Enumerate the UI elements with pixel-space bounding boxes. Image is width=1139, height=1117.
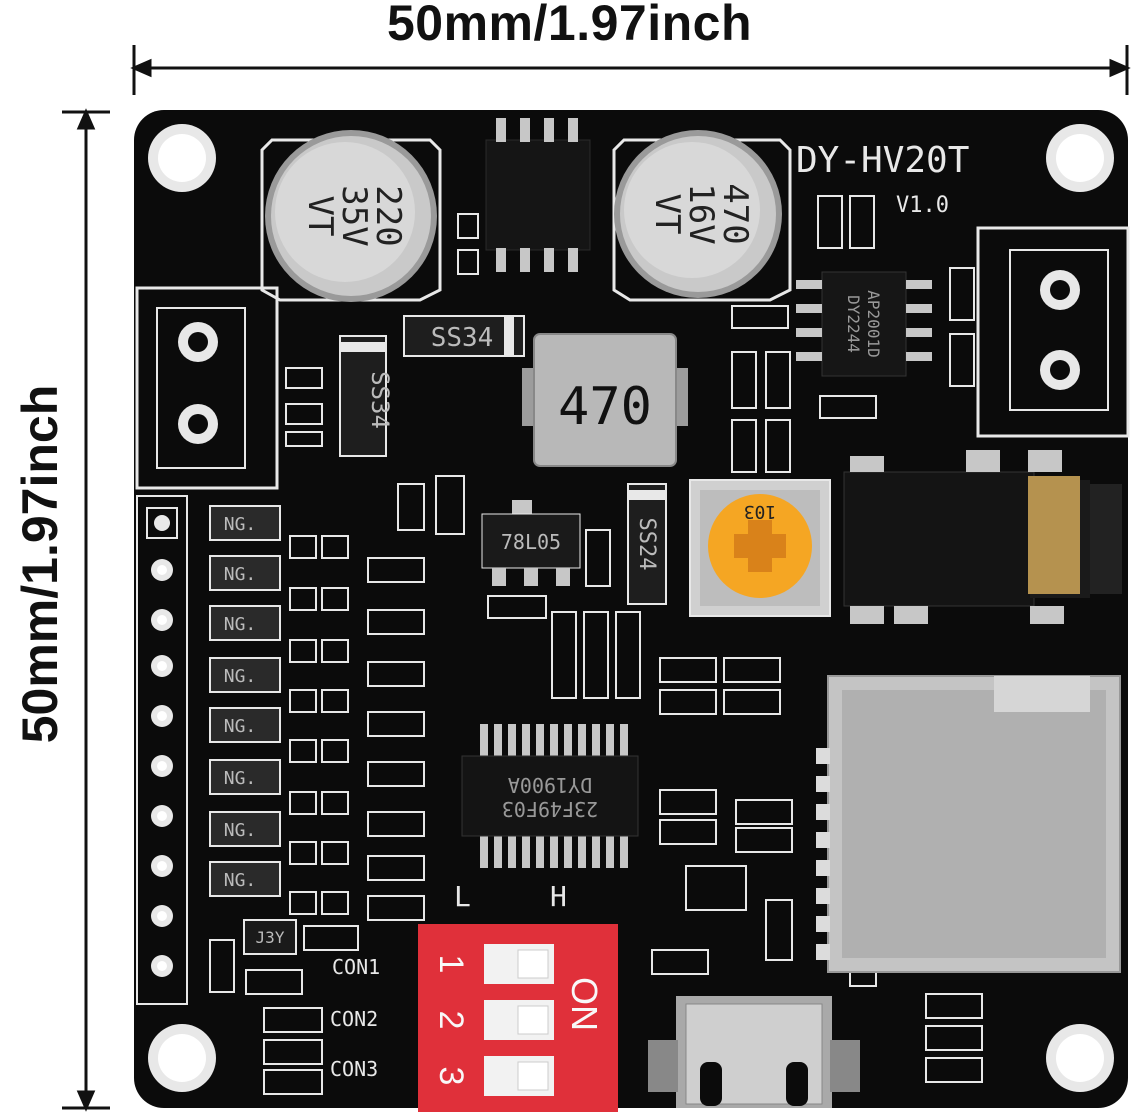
main-audio-chip: 23F49F03 DY1900A [461,724,639,868]
width-dimension-label: 50mm/1.97inch [386,0,753,51]
svg-text:78L05: 78L05 [501,530,561,554]
audio-jack [843,450,1122,624]
svg-text:3: 3 [432,1067,470,1086]
svg-text:23F49F03: 23F49F03 [502,797,598,821]
svg-text:NG.: NG. [224,666,257,687]
amplifier-ic: AP2001D DY2244 [796,271,932,377]
ng-components: NG. NG. NG. NG. NG. NG. NG. NG. [209,505,281,897]
dip-high-label: H [550,880,567,913]
cap-left-code: VT [300,196,340,237]
svg-text:SS34: SS34 [366,371,394,429]
height-dimension-line [62,108,110,1112]
svg-text:AP2001D: AP2001D [864,290,883,357]
svg-text:SS24: SS24 [634,518,659,571]
power-inductor: 470 [522,333,688,467]
svg-text:J3Y: J3Y [256,928,285,947]
top-ic-chip [485,118,591,272]
capacitor-right: 470 16V VT [612,130,792,302]
con1-label: CON1 [332,955,380,979]
board-version-label: V1.0 [896,193,949,218]
potentiometer: 103 [689,479,831,617]
con2-label: CON2 [330,1007,378,1031]
svg-text:2: 2 [432,1011,470,1030]
svg-text:NG.: NG. [224,514,257,535]
svg-text:ON: ON [564,977,605,1031]
cap-left-voltage: 35V [334,185,374,246]
svg-text:DY1900A: DY1900A [508,773,592,797]
svg-text:1: 1 [432,955,470,974]
cap-right-voltage: 16V [681,183,721,244]
svg-text:DY2244: DY2244 [844,295,863,353]
board-model-label: DY-HV20T [796,140,969,181]
micro-usb-port [648,996,860,1108]
svg-text:103: 103 [744,501,777,522]
width-dimension-line [130,45,1131,95]
voltage-regulator: 78L05 [481,500,581,586]
svg-text:NG.: NG. [224,614,257,635]
speaker-terminal-left [135,286,279,490]
svg-text:NG.: NG. [224,870,257,891]
svg-text:SS34: SS34 [431,323,494,353]
diode-ss24: SS24 [627,483,667,605]
diode-ss34-left: SS34 [339,335,394,457]
con3-label: CON3 [330,1057,378,1081]
sd-card-slot [816,675,1121,973]
svg-text:NG.: NG. [224,716,257,737]
pin-header [136,495,188,1005]
cap-right-code: VT [647,194,687,235]
diode-ss34-top: SS34 [403,315,525,357]
mounting-holes [148,124,1114,1092]
cap-right-value: 470 [715,183,755,244]
dip-switch: 1 2 3 ON [418,924,618,1112]
cap-left-value: 220 [368,185,408,246]
dip-low-label: L [454,880,471,913]
svg-text:NG.: NG. [224,820,257,841]
svg-text:470: 470 [558,377,652,437]
svg-text:NG.: NG. [224,768,257,789]
speaker-terminal-right [976,226,1130,438]
svg-text:NG.: NG. [224,564,257,585]
transistor-j3y: J3Y [243,919,297,955]
capacitor-left: 220 35V VT [260,130,442,302]
